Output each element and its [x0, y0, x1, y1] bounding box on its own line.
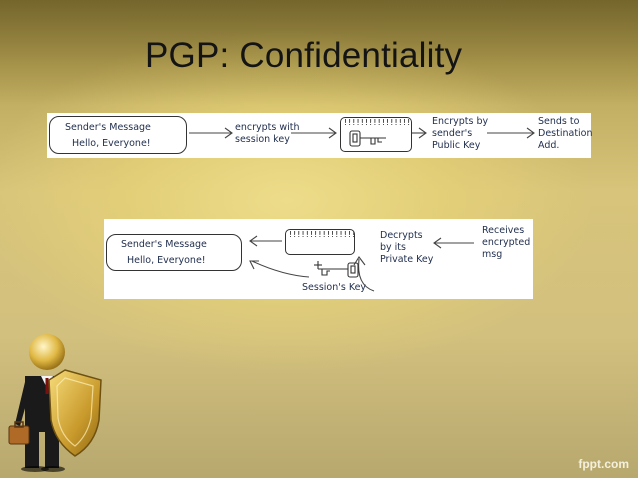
step-receive-line2: encrypted: [482, 237, 531, 248]
step-public-key-line3: Public Key: [432, 140, 481, 151]
step-encrypt-session-line2: session key: [235, 134, 290, 145]
encrypted-message-box: !!!!!!!!!!!!!!!!!!!: [340, 117, 412, 152]
step-public-key-line2: sender's: [432, 128, 473, 139]
step-send-line2: Destination: [538, 128, 593, 139]
step-private-key-line3: Private Key: [380, 254, 434, 265]
step-private-key-line2: by its: [380, 242, 406, 253]
footer-brand: fppt.com: [578, 457, 629, 471]
message-box: Sender's Message Hello, Everyone!: [49, 116, 187, 154]
message-label: Sender's Message: [65, 122, 151, 133]
encrypt-flow-panel: Sender's Message Hello, Everyone! encryp…: [47, 113, 593, 158]
cipher-text: !!!!!!!!!!!!!!!!!!!: [288, 230, 355, 239]
step-receive-line3: msg: [482, 249, 503, 260]
message-label: Sender's Message: [121, 239, 207, 250]
encrypt-flow-arrows: [189, 127, 535, 139]
message-text: Hello, Everyone!: [127, 255, 206, 266]
decrypt-flow-arrows: [249, 235, 474, 292]
decrypt-flow-panel: Sender's Message Hello, Everyone! !!!!!!…: [104, 219, 533, 299]
step-receive-line1: Receives: [482, 225, 525, 236]
title-band: [0, 0, 638, 105]
step-send-line3: Add.: [538, 140, 560, 151]
page-title: PGP: Confidentiality: [145, 36, 463, 75]
businessman-shield-icon: [8, 334, 102, 472]
key-icon: [314, 261, 359, 278]
key-icon: [349, 130, 386, 147]
encrypted-message-box: !!!!!!!!!!!!!!!!!!!: [285, 229, 355, 255]
step-encrypt-session-line1: encrypts with: [235, 122, 300, 133]
decrypted-message-box: Sender's Message Hello, Everyone!: [106, 234, 242, 271]
message-text: Hello, Everyone!: [72, 138, 151, 149]
session-key-label: Session's Key: [302, 282, 367, 293]
step-private-key-line1: Decrypts: [380, 230, 423, 241]
cipher-text: !!!!!!!!!!!!!!!!!!!: [343, 118, 411, 127]
step-send-line1: Sends to: [538, 116, 580, 127]
step-public-key-line1: Encrypts by: [432, 116, 489, 127]
